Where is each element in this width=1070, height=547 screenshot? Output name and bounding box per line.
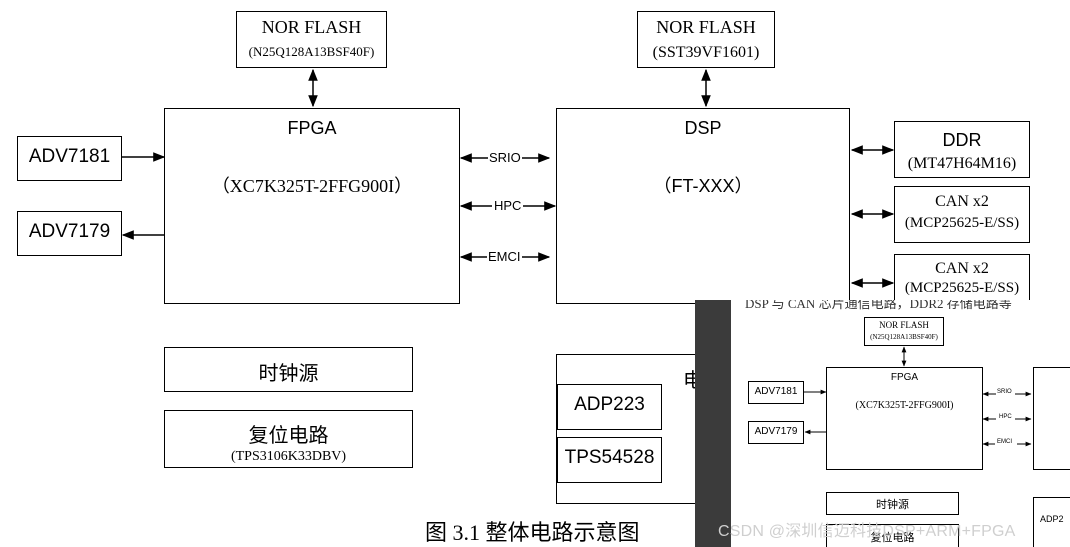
ddr-block: DDR (MT47H64M16)	[894, 121, 1030, 178]
inset-reset-block: 复位电路	[826, 524, 959, 547]
adp223-label: ADP223	[574, 394, 645, 415]
inset-adv7181-block: ADV7181	[748, 381, 804, 404]
inset-screenshot: DSP 与 CAN 芯片通信电路，DDR2 存储电路等 NOR FLASH (N…	[731, 300, 1070, 547]
clock-label: 时钟源	[258, 363, 319, 385]
can2-part: (MCP25625-E/SS)	[904, 280, 1020, 296]
can2-title: CAN x2	[935, 260, 989, 277]
fpga-part: （XC7K325T-2FFG900I）	[211, 176, 413, 196]
inset-adp-label: ADP2	[1040, 514, 1064, 524]
inset-clock-block: 时钟源	[826, 492, 959, 515]
inset-nor-flash-block: NOR FLASH (N25Q128A13BSF40F)	[864, 317, 944, 346]
can1-part: (MCP25625-E/SS)	[904, 215, 1020, 231]
adv7179-label: ADV7179	[28, 221, 111, 242]
reset-title: 复位电路	[248, 425, 329, 447]
inset-fpga-title: FPGA	[890, 372, 919, 383]
can2-block: CAN x2 (MCP25625-E/SS)	[894, 254, 1030, 302]
ddr-part: (MT47H64M16)	[907, 155, 1017, 172]
inset-clock-label: 时钟源	[876, 499, 909, 511]
ddr-title: DDR	[942, 130, 982, 150]
nor-flash-fpga-title: NOR FLASH	[261, 17, 362, 37]
dsp-part: （FT-XXX）	[653, 176, 753, 196]
reset-block: 复位电路 (TPS3106K33DBV)	[164, 410, 413, 468]
inset-top-text: DSP 与 CAN 芯片通信电路，DDR2 存储电路等	[745, 300, 1012, 311]
inset-dsp-block-edge	[1033, 367, 1070, 470]
reset-part: (TPS3106K33DBV)	[230, 449, 347, 464]
inset-fpga-block: FPGA (XC7K325T-2FFG900I)	[826, 367, 983, 470]
inset-hpc-label: HPC	[999, 414, 1012, 420]
inset-adv7179-block: ADV7179	[748, 421, 804, 444]
srio-label: SRIO	[489, 150, 521, 165]
csdn-watermark: CSDN @深圳信迈科技DSP+ARM+FPGA	[718, 523, 1016, 540]
fpga-block: FPGA （XC7K325T-2FFG900I）	[164, 108, 460, 304]
clock-block: 时钟源	[164, 347, 413, 392]
inset-adv7179-label: ADV7179	[754, 426, 798, 437]
can1-title: CAN x2	[935, 193, 989, 210]
overlay-dark-strip	[695, 300, 731, 547]
figure-caption: 图 3.1 整体电路示意图	[425, 520, 640, 545]
dsp-title: DSP	[684, 118, 722, 138]
inset-adv7181-label: ADV7181	[754, 386, 798, 397]
nor-flash-dsp-title: NOR FLASH	[656, 17, 756, 37]
inset-power-block-edge: ADP2	[1033, 497, 1070, 547]
nor-flash-fpga-part: (N25Q128A13BSF40F)	[248, 44, 375, 59]
inset-emci-label: EMCI	[997, 439, 1012, 445]
inset-reset-label: 复位电路	[870, 532, 915, 544]
inset-connectors	[804, 346, 1032, 447]
inset-srio-label: SRIO	[997, 389, 1012, 395]
adv7181-label: ADV7181	[28, 146, 111, 167]
hpc-label: HPC	[494, 198, 522, 213]
inset-nor-flash-part: (N25Q128A13BSF40F)	[870, 333, 938, 341]
inset-nor-flash-title: NOR FLASH	[879, 320, 929, 330]
adv7181-block: ADV7181	[17, 136, 122, 181]
dsp-block: DSP （FT-XXX）	[556, 108, 850, 304]
inset-fpga-part: (XC7K325T-2FFG900I)	[855, 400, 954, 411]
nor-flash-dsp-part: (SST39VF1601)	[652, 44, 760, 61]
adv7179-block: ADV7179	[17, 211, 122, 256]
can1-block: CAN x2 (MCP25625-E/SS)	[894, 186, 1030, 243]
fpga-title: FPGA	[287, 118, 337, 138]
emci-label: EMCI	[488, 249, 521, 264]
nor-flash-fpga-block: NOR FLASH (N25Q128A13BSF40F)	[236, 11, 387, 68]
nor-flash-dsp-block: NOR FLASH (SST39VF1601)	[637, 11, 775, 68]
adp223-block: ADP223	[557, 384, 662, 430]
tps54528-label: TPS54528	[564, 447, 655, 468]
tps54528-block: TPS54528	[557, 437, 662, 483]
